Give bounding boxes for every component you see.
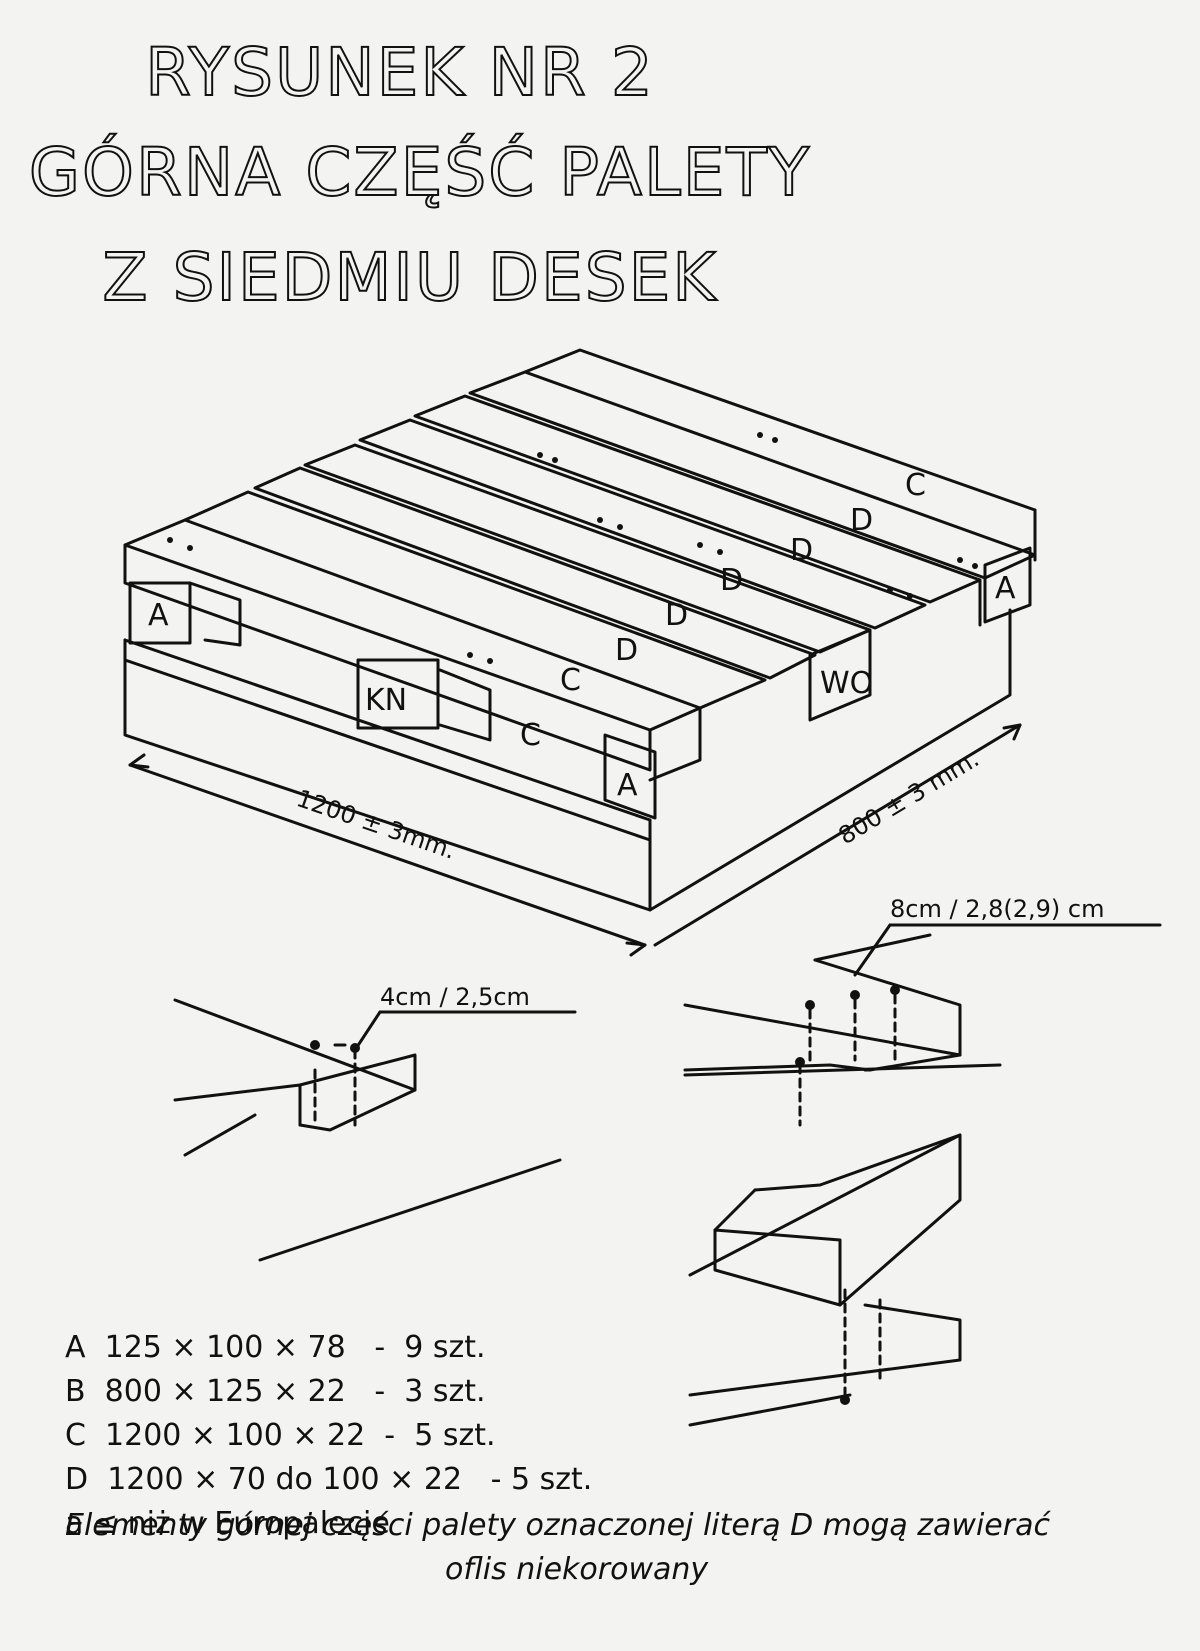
label-d4: D <box>665 598 688 633</box>
footnote-a: a ≤ niż w Europalecie <box>65 1506 390 1541</box>
dimension-line-width <box>653 723 1022 947</box>
label-d2: D <box>790 533 813 568</box>
dimension-width-label: 800 ± 3 mm. <box>834 745 984 851</box>
title-line-1: RYSUNEK NR 2 <box>144 34 655 111</box>
label-c-lower: C <box>520 718 541 753</box>
detail-left-label: 4cm / 2,5cm <box>380 983 530 1011</box>
title-line-3: Z SIEDMIU DESEK <box>101 239 718 316</box>
note-line-2: oflis niekorowany <box>445 1552 709 1587</box>
spec-row-d: D 1200 × 70 do 100 × 22 - 5 szt. <box>65 1462 593 1497</box>
block-a-left <box>128 581 192 645</box>
note-line-1: Elementy górnej części palety oznaczonej… <box>65 1508 1050 1543</box>
deck-boards <box>123 348 1037 782</box>
leader-detail-right <box>853 923 892 977</box>
spec-row-a: A 125 × 100 × 78 - 9 szt. <box>65 1330 486 1365</box>
block-a-right <box>983 546 1032 624</box>
bottom-board-band <box>123 638 652 842</box>
label-a-right: A <box>995 571 1016 606</box>
detail-right-label: 8cm / 2,8(2,9) cm <box>890 895 1104 923</box>
detail-left-board <box>173 998 577 1262</box>
spec-row-b: B 800 × 125 × 22 - 3 szt. <box>65 1374 486 1409</box>
spec-row-c: C 1200 × 100 × 22 - 5 szt. <box>65 1418 496 1453</box>
leader-detail-left <box>353 1010 382 1052</box>
dimension-length-label: 1200 ± 3mm. <box>293 784 459 865</box>
label-c-middle: C <box>560 663 581 698</box>
pallet-base <box>123 608 1012 912</box>
label-wo: WO <box>820 666 873 701</box>
opening-middle <box>438 668 492 742</box>
title-line-2: GÓRNA CZĘŚĆ PALETY <box>28 134 812 211</box>
dimension-line-length <box>128 763 647 947</box>
label-a-left: A <box>148 598 169 633</box>
label-a-front: A <box>617 768 638 803</box>
label-d1: D <box>850 503 873 538</box>
detail-right-assembly <box>683 923 1162 1427</box>
label-kn: KN <box>365 683 407 718</box>
parts-list: A 125 × 100 × 78 - 9 szt. B 800 × 125 × … <box>65 1326 1165 1546</box>
label-d5: D <box>615 633 638 668</box>
label-c-top: C <box>905 468 926 503</box>
label-d3: D <box>720 563 743 598</box>
block-a-front <box>603 733 657 820</box>
nail-dots <box>167 432 978 1405</box>
